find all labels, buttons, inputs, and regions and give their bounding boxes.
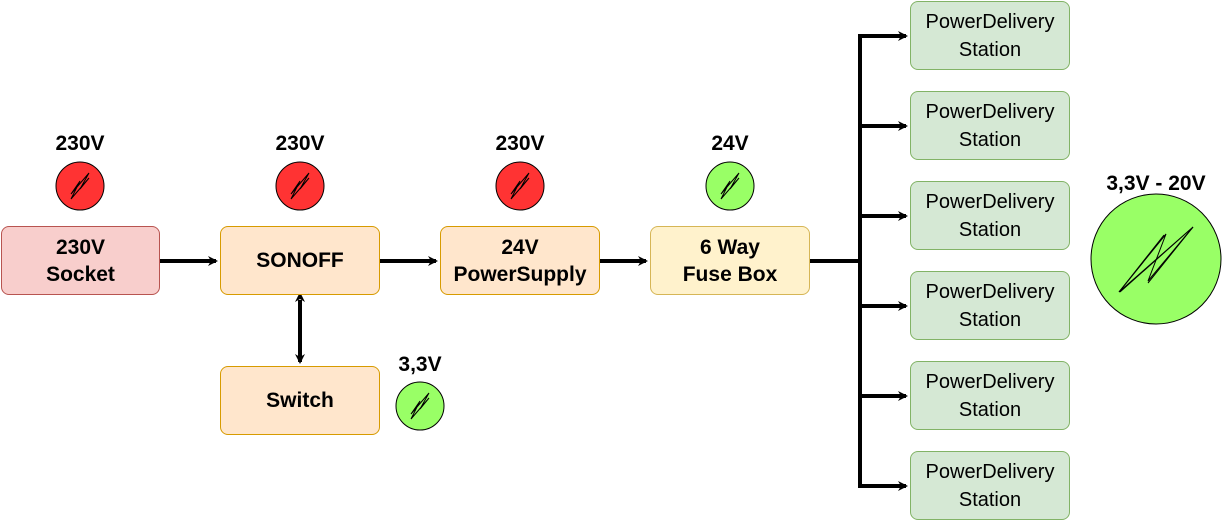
station-type-text: Station bbox=[958, 128, 1022, 151]
switch-node: Switch bbox=[220, 366, 380, 435]
voltage-label-fusebox: 24V bbox=[711, 132, 749, 155]
station-name-text: PowerDelivery bbox=[925, 190, 1055, 213]
voltage-label-powersupply: 230V bbox=[495, 132, 545, 155]
socket-node: 230V Socket bbox=[1, 226, 160, 295]
power-delivery-station: PowerDelivery Station bbox=[910, 451, 1070, 520]
socket-label-text: Socket bbox=[46, 262, 115, 286]
power-icon bbox=[1090, 193, 1222, 325]
station-type-text: Station bbox=[958, 218, 1022, 241]
power-icon bbox=[275, 161, 325, 211]
power-icon bbox=[705, 161, 755, 211]
voltage-label-socket: 230V bbox=[55, 132, 105, 155]
station-type-text: Station bbox=[958, 488, 1022, 511]
switch-label-text: Switch bbox=[266, 389, 334, 412]
station-type-text: Station bbox=[958, 308, 1022, 331]
sonoff-label-text: SONOFF bbox=[256, 249, 344, 272]
fuse-box-node: 6 Way Fuse Box bbox=[650, 226, 810, 295]
power-icon bbox=[495, 161, 545, 211]
power-supply-voltage-text: 24V bbox=[501, 235, 539, 259]
power-delivery-station: PowerDelivery Station bbox=[910, 271, 1070, 340]
fuse-box-line1-text: 6 Way bbox=[700, 235, 760, 259]
power-delivery-station: PowerDelivery Station bbox=[910, 1, 1070, 70]
station-name-text: PowerDelivery bbox=[925, 280, 1055, 303]
socket-voltage-text: 230V bbox=[55, 235, 106, 259]
voltage-label-sonoff: 230V bbox=[275, 132, 325, 155]
power-delivery-station: PowerDelivery Station bbox=[910, 361, 1070, 430]
station-name-text: PowerDelivery bbox=[925, 100, 1055, 123]
power-delivery-station: PowerDelivery Station bbox=[910, 181, 1070, 250]
voltage-label-stations: 3,3V - 20V bbox=[1106, 172, 1206, 195]
sonoff-node: SONOFF bbox=[220, 226, 380, 295]
voltage-label-switch: 3,3V bbox=[398, 353, 442, 376]
station-name-text: PowerDelivery bbox=[925, 460, 1055, 483]
power-supply-node: 24V PowerSupply bbox=[440, 226, 600, 295]
fuse-box-line2-text: Fuse Box bbox=[682, 262, 778, 286]
station-name-text: PowerDelivery bbox=[925, 10, 1055, 33]
power-supply-label-text: PowerSupply bbox=[453, 262, 587, 286]
power-delivery-station: PowerDelivery Station bbox=[910, 91, 1070, 160]
power-icon bbox=[55, 161, 105, 211]
station-type-text: Station bbox=[958, 38, 1022, 61]
power-icon bbox=[395, 381, 445, 431]
station-type-text: Station bbox=[958, 398, 1022, 421]
station-name-text: PowerDelivery bbox=[925, 370, 1055, 393]
